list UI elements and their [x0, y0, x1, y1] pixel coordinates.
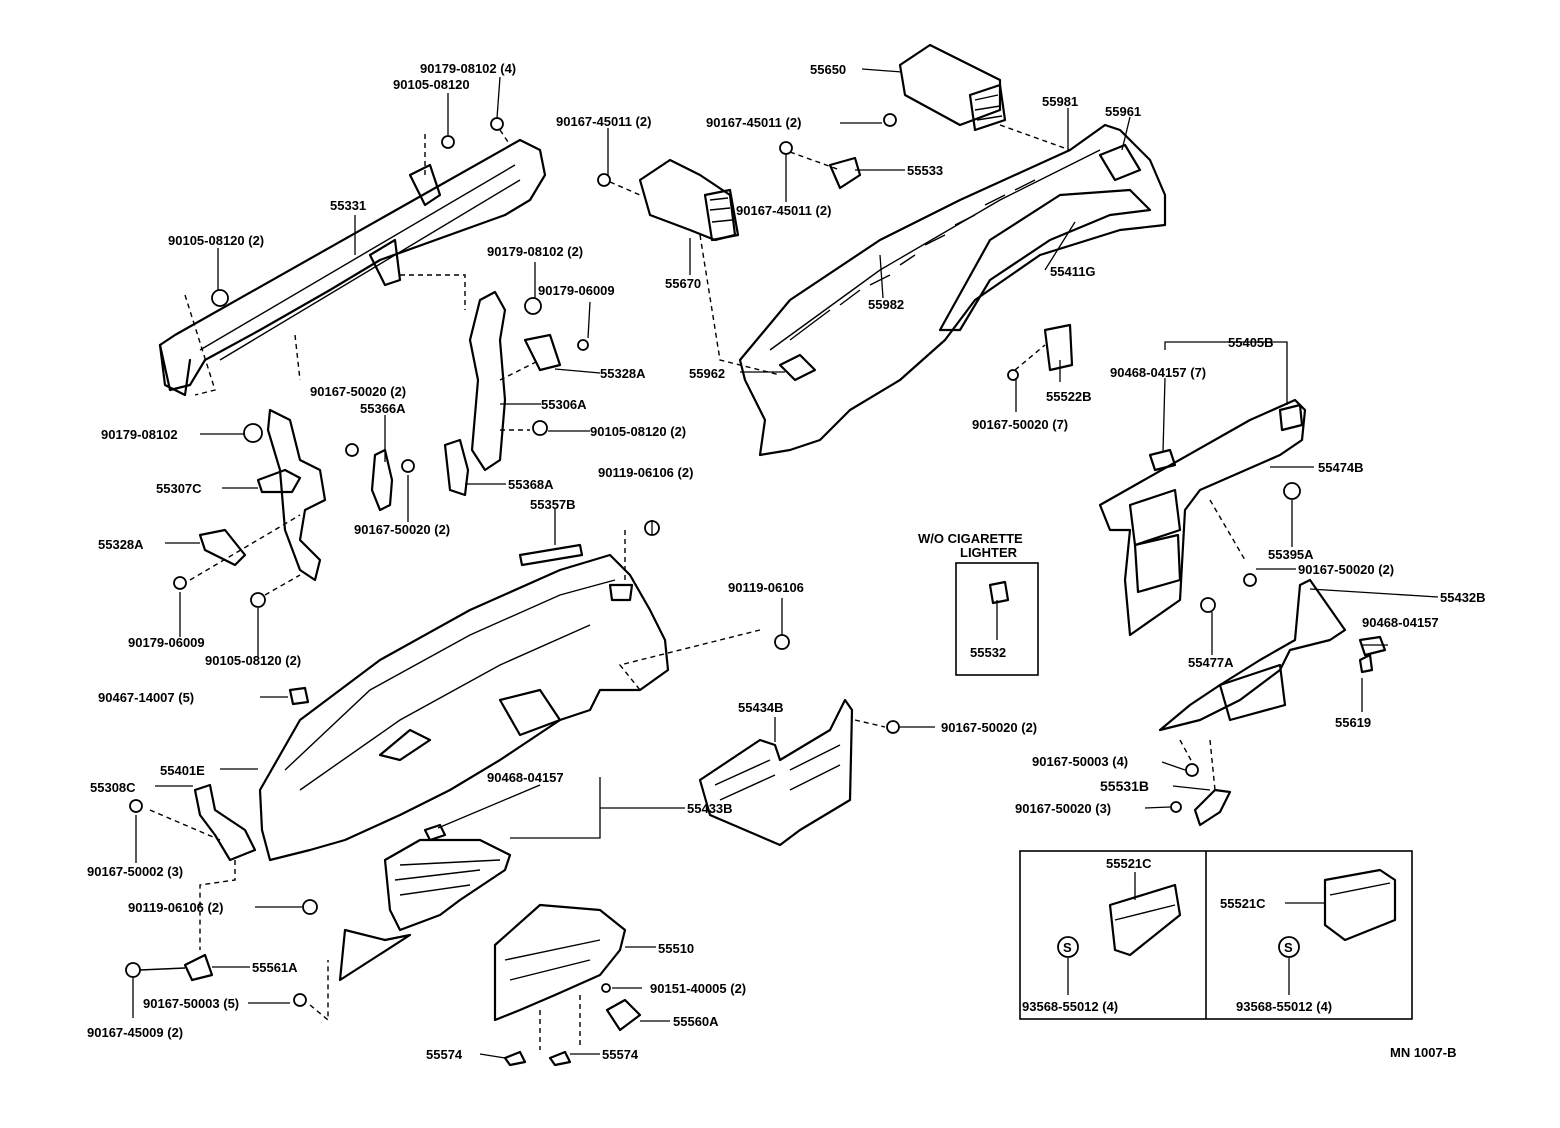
label-90167-50020-2d: 90167-50020 (2): [941, 720, 1037, 735]
label-55533: 55533: [907, 163, 943, 178]
label-55522b: 55522B: [1046, 389, 1092, 404]
duct-55670: [597, 158, 781, 376]
label-90167-45009-2: 90167-45009 (2): [87, 1025, 183, 1040]
bracket-55307c: [173, 408, 327, 608]
label-90468-04157-b: 90468-04157: [487, 770, 564, 785]
label-55981: 55981: [1042, 94, 1078, 109]
inset-cigarette-box: [955, 562, 1039, 676]
duct-55650: [779, 43, 1071, 190]
label-90167-50020-2a: 90167-50020 (2): [310, 384, 406, 399]
label-93568-55012-4a: 93568-55012 (4): [1022, 999, 1118, 1014]
label-55405b: 55405B: [1228, 335, 1274, 350]
label-lighter: LIGHTER: [960, 545, 1018, 560]
label-55962: 55962: [689, 366, 725, 381]
dashboard-55401e: [258, 520, 790, 862]
label-55560a: 55560A: [673, 1014, 719, 1029]
label-55961: 55961: [1105, 104, 1141, 119]
label-90179-08102-4: 90179-08102 (4): [420, 61, 516, 76]
label-55434b: 55434B: [738, 700, 784, 715]
label-90105-08120-a: 90105-08120: [393, 77, 470, 92]
label-55307c: 55307C: [156, 481, 202, 496]
bracket-55306a: [468, 290, 589, 472]
label-90167-50003-4: 90167-50003 (4): [1032, 754, 1128, 769]
label-90179-08102-2: 90179-08102 (2): [487, 244, 583, 259]
undercover-55433b: [338, 823, 512, 982]
bracket-55366a: [345, 438, 470, 512]
label-90167-50002-3: 90167-50002 (3): [87, 864, 183, 879]
label-55474b: 55474B: [1318, 460, 1364, 475]
callout-labels: 90179-08102 (4) 90105-08120 55331 90105-…: [87, 61, 1486, 1062]
leader-lines: [132, 68, 1439, 1059]
label-90119-06106-2b: 90119-06106 (2): [128, 900, 223, 915]
label-s-b: S: [1284, 940, 1293, 955]
label-55401e: 55401E: [160, 763, 205, 778]
label-55308c: 55308C: [90, 780, 136, 795]
label-55574-b: 55574: [602, 1047, 639, 1062]
label-90119-06106: 90119-06106: [728, 580, 804, 595]
label-55411g: 55411G: [1050, 264, 1096, 279]
label-90167-50020-7: 90167-50020 (7): [972, 417, 1068, 432]
label-55561a: 55561A: [252, 960, 298, 975]
label-55357b: 55357B: [530, 497, 576, 512]
label-90167-45011-2b: 90167-45011 (2): [706, 115, 801, 130]
label-s-a: S: [1063, 940, 1072, 955]
glovebox-55510: [493, 903, 642, 1067]
label-90105-08120-2b: 90105-08120 (2): [590, 424, 686, 439]
reinforcement-55331: [158, 117, 547, 397]
label-55368a: 55368A: [508, 477, 554, 492]
label-55477a: 55477A: [1188, 655, 1234, 670]
label-90467-14007-5: 90467-14007 (5): [98, 690, 194, 705]
label-90167-50003-5: 90167-50003 (5): [143, 996, 239, 1011]
label-90468-04157-a: 90468-04157: [1362, 615, 1439, 630]
panel-upper-55981: [738, 123, 1167, 457]
label-55650: 55650: [810, 62, 846, 77]
label-90167-50020-3: 90167-50020 (3): [1015, 801, 1111, 816]
label-90167-50020-2c: 90167-50020 (2): [1298, 562, 1394, 577]
label-diagram-code: MN 1007-B: [1390, 1045, 1456, 1060]
label-90167-50020-2b: 90167-50020 (2): [354, 522, 450, 537]
label-55328a-b: 55328A: [98, 537, 144, 552]
label-wo-cigarette: W/O CIGARETTE: [918, 531, 1023, 546]
label-55982: 55982: [868, 297, 904, 312]
label-55574-a: 55574: [426, 1047, 463, 1062]
label-55433b: 55433B: [687, 801, 733, 816]
label-55366a: 55366A: [360, 401, 406, 416]
label-55395a: 55395A: [1268, 547, 1314, 562]
label-55532: 55532: [970, 645, 1006, 660]
label-55306a: 55306A: [541, 397, 587, 412]
label-90179-06009-b: 90179-06009: [128, 635, 205, 650]
label-90468-04157-7: 90468-04157 (7): [1110, 365, 1206, 380]
label-90105-08120-2a: 90105-08120 (2): [168, 233, 264, 248]
box-55434b: [698, 698, 900, 847]
label-93568-55012-4b: 93568-55012 (4): [1236, 999, 1332, 1014]
bracket-55308c: [125, 783, 329, 1022]
label-90167-45011-2a: 90167-45011 (2): [556, 114, 651, 129]
inset-ashtray: [1019, 850, 1413, 1020]
label-90167-45011-2c: 90167-45011 (2): [736, 203, 831, 218]
bracket-55432b: [1158, 578, 1387, 827]
label-90179-06009-a: 90179-06009: [538, 283, 615, 298]
label-55510: 55510: [658, 941, 694, 956]
label-90105-08120-2c: 90105-08120 (2): [205, 653, 301, 668]
label-55521c-b: 55521C: [1220, 896, 1266, 911]
label-90179-08102: 90179-08102: [101, 427, 178, 442]
label-55521c-a: 55521C: [1106, 856, 1152, 871]
label-90151-40005-2: 90151-40005 (2): [650, 981, 746, 996]
label-55619: 55619: [1335, 715, 1371, 730]
panel-55405b: [1098, 398, 1307, 637]
label-55331: 55331: [330, 198, 366, 213]
label-90119-06106-2a: 90119-06106 (2): [598, 465, 693, 480]
label-55328a-a: 55328A: [600, 366, 646, 381]
label-55432b: 55432B: [1440, 590, 1486, 605]
label-55531b: 55531B: [1100, 778, 1149, 794]
label-55670: 55670: [665, 276, 701, 291]
